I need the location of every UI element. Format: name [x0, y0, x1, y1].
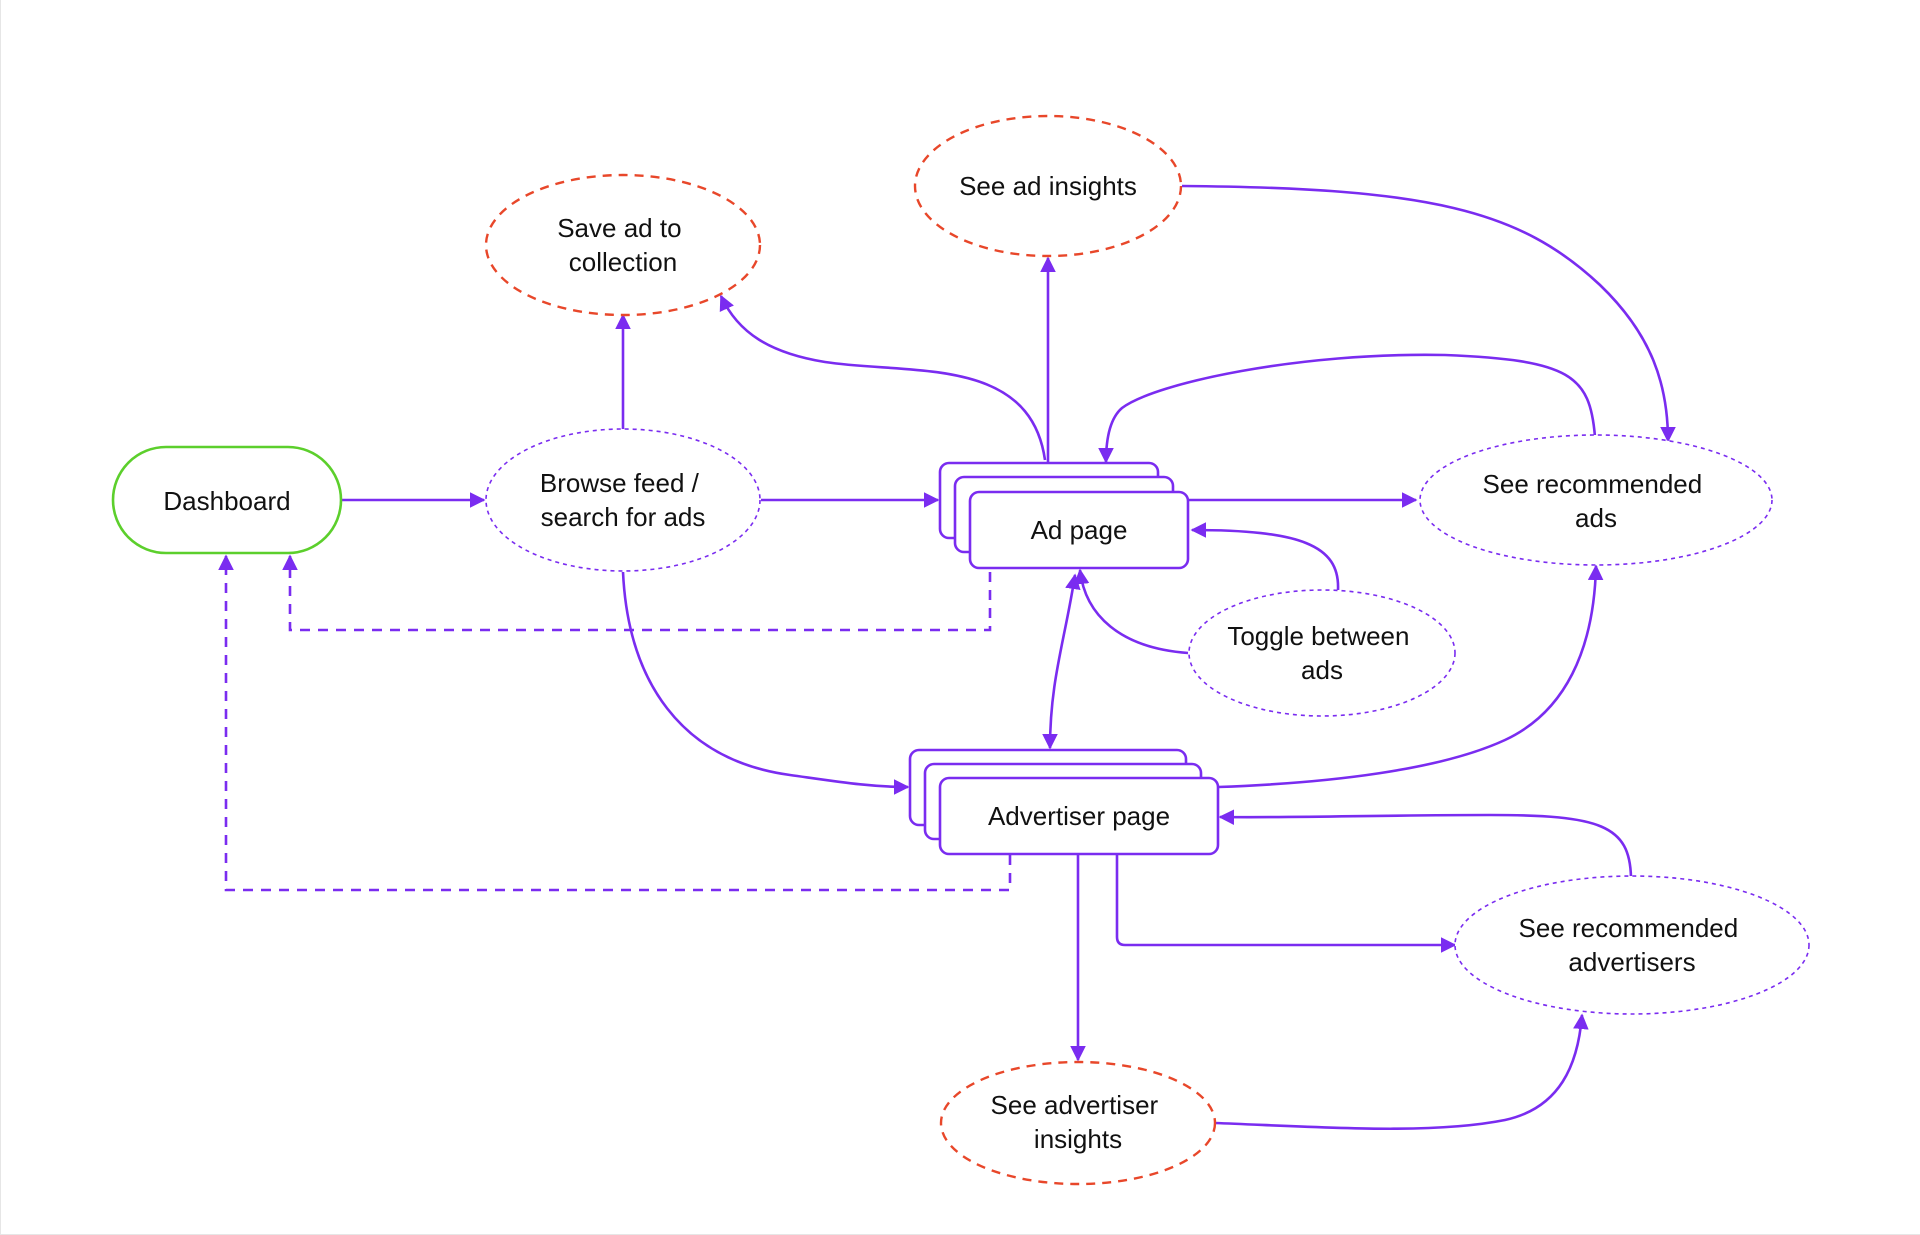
edge-toggle-to-ad-page [1190, 522, 1340, 591]
advertiser-insights-label: See advertiser insights [991, 1090, 1166, 1154]
rec-ads-label-line-2: ads [1575, 503, 1617, 533]
rec-advertisers-label-line-2: advertisers [1568, 947, 1695, 977]
ad-page-stack-front [968, 490, 1190, 570]
save-ad-label: Save ad to collection [557, 213, 689, 277]
edge-toggle-curve-to-ad-page [1073, 568, 1189, 655]
edge-browse-to-advertiser-page [621, 571, 910, 795]
edge-rec-advertisers-to-advertiser-page [1218, 809, 1633, 879]
edge-ad-page-to-save-ad [719, 294, 1047, 461]
browse-feed-shape [485, 428, 761, 572]
advertiser-insights-shape [939, 1060, 1217, 1186]
advertiser-insights-label-line-2: insights [1034, 1124, 1122, 1154]
edge-ad-insights-to-rec-ads [1181, 184, 1676, 443]
edge-ad-page-advertiser-page-bidirectional [1042, 573, 1081, 750]
edge-advertiser-insights-to-rec-advertisers [1214, 1013, 1589, 1131]
dashboard-label: Dashboard [163, 486, 290, 516]
rec-ads-label-line-1: See recommended [1483, 469, 1703, 499]
save-ad-label-line-2: collection [569, 247, 677, 277]
browse-feed-label: Browse feed / search for ads [540, 468, 706, 532]
rec-ads-label: See recommended ads [1483, 469, 1710, 533]
node-dashboard[interactable]: Dashboard [111, 445, 343, 555]
rec-ads-shape [1419, 434, 1773, 566]
toggle-label: Toggle between ads [1227, 621, 1416, 685]
node-ad-page[interactable]: Ad page [938, 461, 1190, 570]
ad-insights-label: See ad insights [959, 171, 1137, 201]
rec-advertisers-label: See recommended advertisers [1519, 913, 1746, 977]
node-toggle-between-ads[interactable]: Toggle between ads [1188, 589, 1456, 717]
save-ad-shape [484, 173, 762, 317]
edge-rec-ads-to-ad-page [1098, 353, 1597, 464]
toggle-label-line-2: ads [1301, 655, 1343, 685]
toggle-label-line-1: Toggle between [1227, 621, 1409, 651]
rec-advertisers-shape [1454, 875, 1810, 1015]
node-see-ad-insights[interactable]: See ad insights [913, 114, 1183, 258]
node-save-ad-to-collection[interactable]: Save ad to collection [484, 173, 762, 317]
toggle-shape [1188, 589, 1456, 717]
node-browse-feed[interactable]: Browse feed / search for ads [485, 428, 761, 572]
ad-page-label: Ad page [1031, 515, 1128, 545]
ad-insights-shape [913, 114, 1183, 258]
node-see-advertiser-insights[interactable]: See advertiser insights [939, 1060, 1217, 1186]
node-advertiser-page[interactable]: Advertiser page [908, 748, 1220, 856]
node-see-recommended-advertisers[interactable]: See recommended advertisers [1454, 875, 1810, 1015]
rec-advertisers-label-line-1: See recommended [1519, 913, 1739, 943]
edge-ad-page-back-to-dashboard [282, 554, 992, 632]
dashboard-shape [111, 445, 343, 555]
advertiser-insights-label-line-1: See advertiser [991, 1090, 1159, 1120]
edge-advertiser-page-to-rec-ads [1217, 564, 1604, 789]
edge-advertiser-page-back-to-dashboard [218, 554, 1012, 892]
node-see-recommended-ads[interactable]: See recommended ads [1419, 434, 1773, 566]
edge-advertiser-page-to-rec-advertisers [1115, 855, 1457, 953]
advertiser-page-stack-front [938, 776, 1220, 856]
save-ad-label-line-1: Save ad to [557, 213, 681, 243]
browse-feed-label-line-2: search for ads [541, 502, 706, 532]
browse-feed-label-line-1: Browse feed / [540, 468, 700, 498]
advertiser-page-label: Advertiser page [988, 801, 1170, 831]
